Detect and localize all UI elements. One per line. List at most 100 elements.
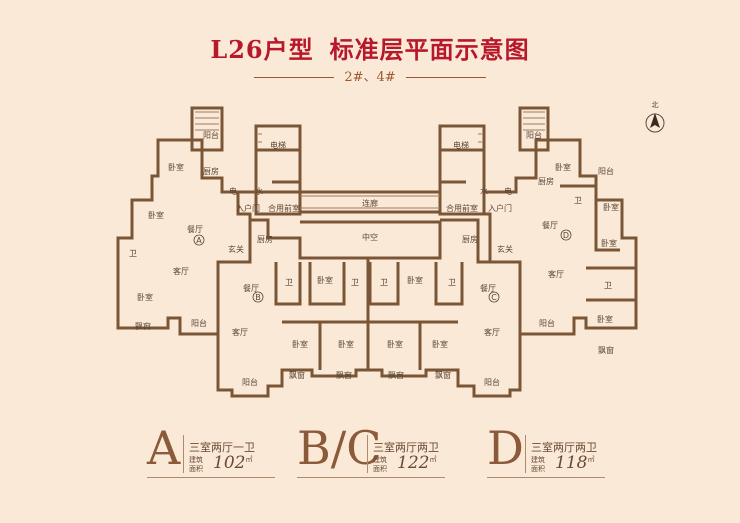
mark-d: D	[563, 231, 569, 240]
label-chufang-c: 厨房	[462, 234, 478, 244]
legend-bc-layout: 三室两厅两卫	[373, 441, 439, 454]
title-code: L26户型	[210, 35, 314, 64]
label-piaochuang-d: 飘窗	[598, 345, 614, 355]
building-numbers: 2#、4#	[344, 70, 396, 85]
label-dian-left: 电	[229, 186, 237, 196]
legend-unit-bc: B/C 三室两厅两卫 建筑面积 122㎡	[297, 425, 447, 485]
label-canting-c: 餐厅	[480, 284, 496, 293]
legend-a-area: 102㎡	[213, 453, 252, 473]
label-keting-a: 客厅	[173, 266, 189, 276]
label-woshi-b-2: 卧室	[292, 339, 308, 349]
label-lianlang: 连廊	[362, 198, 378, 208]
label-canting-b: 餐厅	[243, 284, 259, 293]
label-yangtai-a-top: 阳台	[203, 130, 219, 140]
label-canting-d: 餐厅	[542, 221, 558, 230]
north-label: 北	[652, 101, 659, 109]
label-dian-right: 电	[504, 186, 512, 196]
label-woshi-a-3: 卧室	[137, 292, 153, 302]
legend-d-layout: 三室两厅两卫	[531, 441, 597, 454]
label-piaochuang-c-1: 飘窗	[388, 370, 404, 380]
legend-bc-letter: B/C	[297, 421, 382, 475]
legend-bc-underline	[297, 477, 445, 478]
legend-a-layout: 三室两厅一卫	[189, 441, 255, 454]
subtitle-right-rule	[405, 77, 486, 78]
legend-bc-area-value: 122	[397, 453, 430, 473]
label-keting-b: 客厅	[232, 327, 248, 337]
label-chufang-a: 厨房	[203, 166, 219, 176]
label-chufang-b: 厨房	[257, 234, 273, 244]
label-wei-b-2: 卫	[351, 278, 359, 287]
legend-bc-area: 122㎡	[397, 453, 436, 473]
label-wei-b-1: 卫	[285, 278, 293, 287]
label-woshi-b-3: 卧室	[338, 339, 354, 349]
legend-a-area-label: 建筑面积	[189, 456, 203, 473]
legend-d-divider	[525, 435, 526, 473]
legend-d-area-value: 118	[555, 453, 588, 473]
mark-c: C	[491, 293, 497, 302]
label-canting-a: 餐厅	[187, 225, 203, 234]
label-yangtai-a: 阳台	[191, 318, 207, 328]
label-xuanguan-a: 玄关	[228, 244, 244, 254]
label-yangtai-d: 阳台	[539, 318, 555, 328]
mark-b: B	[255, 293, 261, 302]
label-woshi-d-2: 卧室	[603, 202, 619, 212]
label-dianti-right: 电梯	[453, 140, 469, 150]
label-chufang-d: 厨房	[538, 176, 554, 186]
label-xuanguan-d: 玄关	[497, 244, 513, 254]
label-wei-d-2: 卫	[604, 281, 612, 290]
legend-bc-area-label: 建筑面积	[373, 456, 387, 473]
page-title: L26户型标准层平面示意图	[0, 30, 740, 65]
label-shui-left: 水	[255, 186, 263, 196]
label-woshi-a-1: 卧室	[168, 162, 184, 172]
legend-d-area-label: 建筑面积	[531, 456, 545, 473]
legend-unit-d: D 三室两厅两卫 建筑面积 118㎡	[487, 425, 607, 485]
label-woshi-d-4: 卧室	[597, 314, 613, 324]
label-yangtai-b: 阳台	[242, 377, 258, 387]
label-piaochuang-c-2: 飘窗	[435, 370, 451, 380]
legend-unit-a: A 三室两厅一卫 建筑面积 102㎡	[147, 425, 277, 485]
mark-a: A	[196, 236, 202, 245]
label-piaochuang-a: 飘窗	[135, 321, 151, 331]
label-yangtai-d-2: 阳台	[598, 166, 614, 176]
legend-d-underline	[487, 477, 605, 478]
label-woshi-b-1: 卧室	[317, 275, 333, 285]
label-shui-right: 水	[480, 186, 488, 196]
label-woshi-a-2: 卧室	[148, 210, 164, 220]
legend-a-letter: A	[147, 421, 181, 475]
label-yangtai-c: 阳台	[484, 377, 500, 387]
north-compass-icon: 北	[645, 101, 665, 133]
legend-d-letter: D	[487, 421, 524, 475]
label-piaochuang-b-2: 飘窗	[336, 370, 352, 380]
label-woshi-d-3: 卧室	[601, 238, 617, 248]
page-subtitle: 2#、4#	[0, 66, 740, 85]
label-wei-d-1: 卫	[574, 196, 582, 205]
floor-plan-walls	[116, 106, 638, 398]
label-woshi-d-1: 卧室	[555, 162, 571, 172]
legend-a-underline	[147, 477, 275, 478]
label-piaochuang-b-1: 飘窗	[289, 370, 305, 380]
title-text: 标准层平面示意图	[329, 35, 530, 64]
label-dianti-left: 电梯	[270, 140, 286, 150]
legend-d-area: 118㎡	[555, 453, 594, 473]
label-keting-c: 客厅	[484, 327, 500, 337]
label-rumen-d: 入户门	[488, 203, 512, 213]
label-woshi-c-3: 卧室	[432, 339, 448, 349]
legend-bc-area-unit: ㎡	[429, 455, 437, 464]
legend-d-area-unit: ㎡	[587, 455, 595, 464]
label-keting-d: 客厅	[548, 269, 564, 279]
subtitle-left-rule	[254, 77, 335, 78]
floor-plan-thin-lines	[195, 111, 545, 209]
legend-bc-divider	[367, 435, 368, 473]
label-heyong-right: 合用前室	[446, 203, 478, 213]
label-wei-c-2: 卫	[448, 278, 456, 287]
legend-a-area-value: 102	[213, 453, 246, 473]
label-rumen-a: 入户门	[236, 203, 260, 213]
legend-a-divider	[183, 435, 184, 473]
label-yangtai-d-top: 阳台	[526, 130, 542, 140]
label-woshi-c-1: 卧室	[407, 275, 423, 285]
legend-a-area-unit: ㎡	[245, 455, 253, 464]
label-wei-c-1: 卫	[380, 278, 388, 287]
label-heyong-left: 合用前室	[268, 203, 300, 213]
label-wei-a: 卫	[129, 249, 137, 258]
